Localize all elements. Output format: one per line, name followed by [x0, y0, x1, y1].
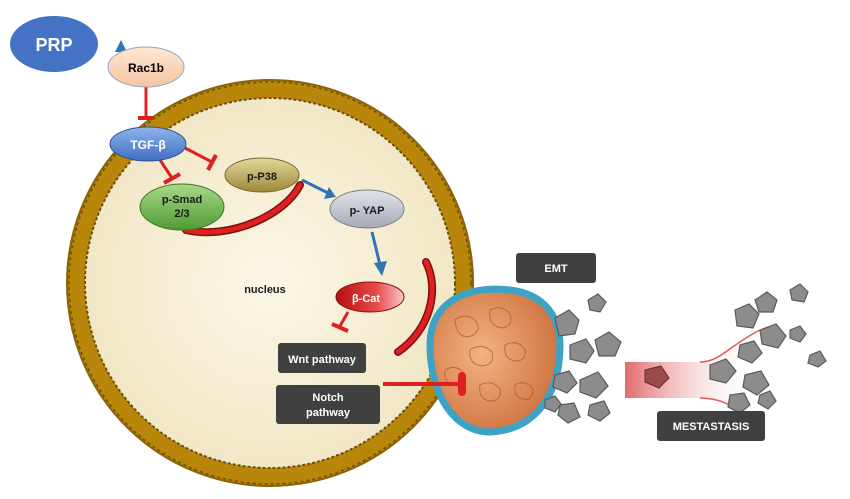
- node-rac1b: Rac1b: [107, 46, 185, 88]
- node-pyap: p- YAP: [329, 189, 405, 229]
- inhibition-curve-right-inner: [395, 259, 435, 355]
- node-bcat: β-Cat: [335, 281, 405, 313]
- rac1b-label: Rac1b: [128, 61, 164, 75]
- box-wnt: Wnt pathway: [278, 343, 366, 373]
- node-psmad: p-Smad 2/3: [139, 183, 225, 231]
- psmad-label-line1: p-Smad: [162, 194, 202, 206]
- bcat-label: β-Cat: [352, 293, 380, 305]
- box-emt: EMT: [516, 253, 596, 283]
- pyap-label: p- YAP: [350, 205, 385, 217]
- node-pp38: p-P38: [224, 157, 300, 193]
- node-tgfb: TGF-β: [109, 126, 187, 162]
- prp-label: PRP: [35, 35, 72, 55]
- notch-label-line1: Notch: [312, 392, 343, 404]
- node-prp: PRP: [10, 16, 98, 72]
- emt-label: EMT: [544, 263, 568, 275]
- nucleus-label: nucleus: [244, 284, 286, 296]
- box-metastasis: MESTASTASIS: [657, 411, 765, 441]
- notch-label-line2: pathway: [306, 407, 351, 419]
- wnt-label: Wnt pathway: [288, 354, 357, 366]
- emt-cells: [544, 293, 622, 424]
- metastasis-label: MESTASTASIS: [673, 421, 750, 433]
- box-notch: Notch pathway: [276, 385, 380, 424]
- pp38-label: p-P38: [247, 171, 277, 183]
- tumor-mass: [426, 285, 564, 436]
- psmad-label-line2: 2/3: [174, 208, 189, 220]
- metastatic-cells: [709, 283, 827, 414]
- metastasis-channel: [625, 329, 761, 421]
- tgfb-label: TGF-β: [130, 138, 165, 152]
- inhibition-curve-left-inner: [183, 182, 303, 235]
